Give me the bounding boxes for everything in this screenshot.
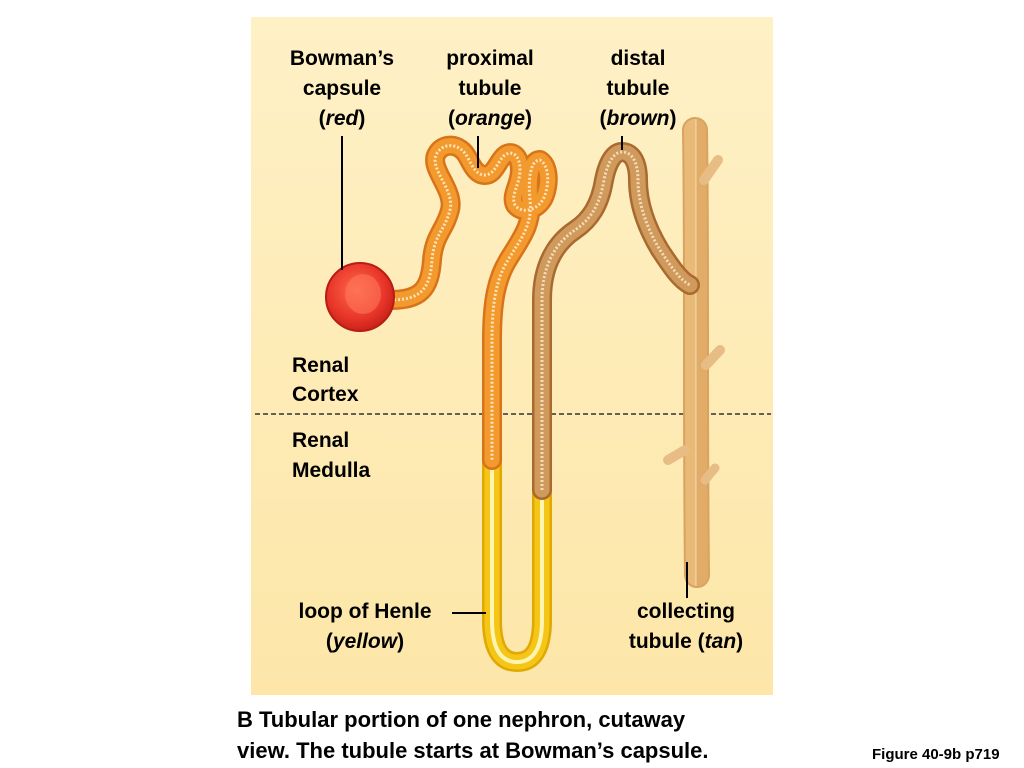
medulla-label-line2: Medulla [292, 459, 370, 482]
bowman-label-line1: Bowman’s [290, 47, 394, 70]
collecting-label-color: tubule (tan) [629, 630, 743, 653]
caption-line2: view. The tubule starts at Bowman’s caps… [237, 738, 709, 763]
collecting-tubule [663, 117, 725, 588]
cortex-label-line1: Renal [292, 354, 349, 377]
distal-label-line2: tubule [607, 77, 670, 100]
proximal-label-line1: proximal [446, 47, 534, 70]
bowman-label-color: (red) [319, 107, 366, 130]
bowmans-capsule [325, 262, 395, 332]
henle-label-color: (yellow) [326, 630, 404, 653]
proximal-tubule [380, 135, 558, 470]
loop-of-henle [482, 340, 552, 673]
caption-line1: B Tubular portion of one nephron, cutawa… [237, 707, 686, 732]
figure-reference: Figure 40-9b p719 [872, 746, 1000, 763]
distal-tubule [532, 141, 700, 500]
distal-label-line1: distal [611, 47, 666, 70]
proximal-label-color: (orange) [448, 107, 532, 130]
medulla-label-line1: Renal [292, 429, 349, 452]
figure-caption: B Tubular portion of one nephron, cutawa… [237, 704, 837, 766]
cortex-label-line2: Cortex [292, 383, 359, 406]
henle-label-line1: loop of Henle [299, 600, 432, 623]
proximal-label-line2: tubule [459, 77, 522, 100]
distal-label-color: (brown) [600, 107, 677, 130]
bowman-label-line2: capsule [303, 77, 381, 100]
collecting-label-line1: collecting [637, 600, 735, 623]
